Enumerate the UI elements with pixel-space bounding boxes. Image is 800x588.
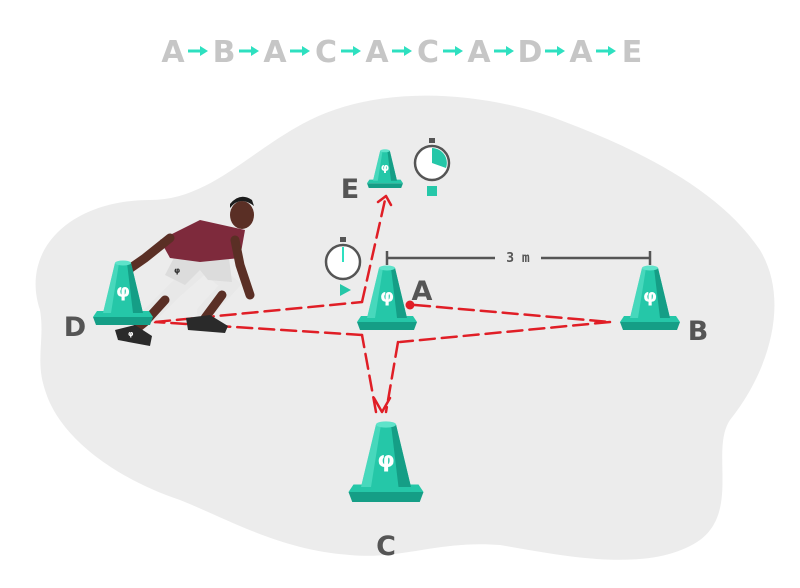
- distance-measure: [385, 251, 652, 265]
- sequence-arrow-icon: [290, 46, 310, 56]
- cone-label-a: A: [412, 276, 433, 307]
- cone-d: φ: [93, 260, 153, 325]
- sequence-letter: A: [467, 35, 491, 70]
- sequence-arrow-icon: [596, 46, 616, 56]
- cone-label-b: B: [688, 316, 709, 347]
- cone-logo-icon: φ: [643, 286, 657, 307]
- cone-b: φ: [620, 265, 680, 330]
- sequence-letter: D: [518, 35, 543, 70]
- path-a-e: [360, 198, 387, 304]
- athlete-figure: φ φ: [115, 196, 255, 346]
- sequence-arrow-icon: [443, 46, 463, 56]
- sequence-letter: A: [161, 35, 185, 70]
- path-a-d: [153, 320, 364, 337]
- sequence-letter: B: [213, 35, 236, 70]
- sequence-letter: E: [622, 35, 643, 70]
- sequence-letter: C: [315, 35, 337, 70]
- cone-logo-icon: φ: [377, 447, 395, 473]
- sequence-arrow-icon: [341, 46, 361, 56]
- stopwatch-start-icon: [324, 237, 362, 281]
- sequence-letter: A: [263, 35, 287, 70]
- sequence-arrow-icon: [545, 46, 565, 56]
- cone-logo-icon: φ: [381, 161, 389, 174]
- sequence-letter: C: [417, 35, 439, 70]
- sequence-arrow-icon: [188, 46, 208, 56]
- sequence-letter: A: [365, 35, 389, 70]
- stop-icon: [427, 186, 437, 196]
- cone-a: φ: [357, 265, 417, 330]
- svg-text:φ: φ: [128, 330, 134, 338]
- cone-label-c: C: [376, 531, 396, 562]
- cone-label-d: D: [64, 312, 86, 343]
- sequence-letter: A: [569, 35, 593, 70]
- path-a-b: [413, 303, 612, 324]
- path-b-a: [398, 320, 612, 344]
- cone-e: φ: [367, 149, 403, 188]
- svg-text:φ: φ: [174, 266, 180, 275]
- cone-logo-icon: φ: [380, 286, 394, 307]
- start-point-marker: [405, 300, 415, 310]
- path-arrowheads: [372, 194, 393, 414]
- arrowhead-to-c: [372, 396, 392, 414]
- cone-c: φ: [348, 421, 424, 502]
- sequence-arrow-icon: [392, 46, 412, 56]
- cone-logo-icon: φ: [116, 281, 130, 302]
- arrowhead-to-e: [376, 194, 393, 207]
- sequence-arrow-icon: [494, 46, 514, 56]
- stopwatch-stop-icon: [413, 138, 451, 182]
- distance-label: 3 m: [506, 251, 530, 266]
- sequence-arrow-icon: [239, 46, 259, 56]
- cone-label-e: E: [341, 174, 359, 205]
- play-icon: [340, 284, 351, 296]
